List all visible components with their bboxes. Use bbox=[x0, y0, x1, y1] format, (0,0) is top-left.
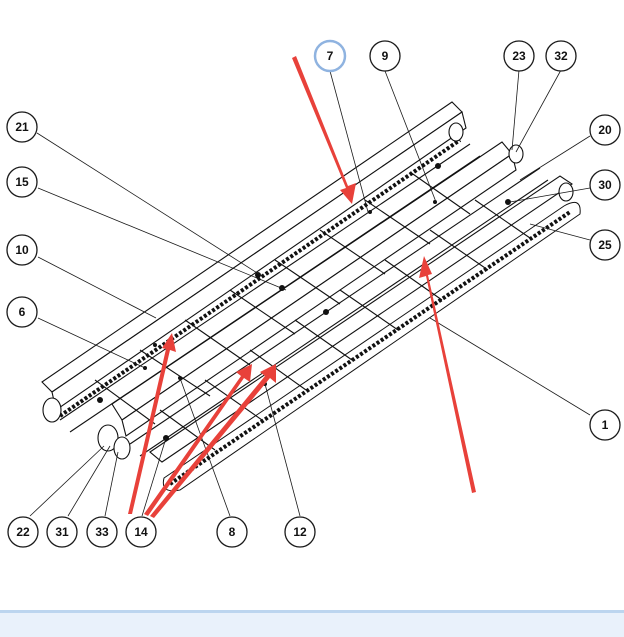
lower-chain bbox=[168, 210, 572, 486]
callout-33[interactable]: 33 bbox=[86, 516, 118, 548]
svg-text:31: 31 bbox=[55, 525, 69, 539]
callout-7[interactable]: 7 bbox=[313, 39, 347, 73]
callout-6[interactable]: 6 bbox=[6, 296, 38, 328]
red-arrow-14-left bbox=[128, 333, 176, 514]
callout-25[interactable]: 25 bbox=[589, 229, 621, 261]
svg-text:15: 15 bbox=[15, 175, 29, 189]
svg-text:22: 22 bbox=[16, 525, 30, 539]
svg-text:7: 7 bbox=[327, 49, 334, 63]
svg-text:10: 10 bbox=[15, 243, 29, 257]
svg-text:14: 14 bbox=[134, 525, 148, 539]
svg-text:1: 1 bbox=[602, 418, 609, 432]
callout-32[interactable]: 32 bbox=[545, 40, 577, 72]
callout-21[interactable]: 21 bbox=[6, 111, 38, 143]
svg-text:33: 33 bbox=[95, 525, 109, 539]
highlight-arrows bbox=[128, 56, 476, 518]
end-sprockets bbox=[42, 122, 574, 460]
svg-text:20: 20 bbox=[598, 123, 612, 137]
callout-15[interactable]: 15 bbox=[6, 166, 38, 198]
red-arrow-right bbox=[419, 256, 476, 493]
callout-14[interactable]: 14 bbox=[125, 516, 157, 548]
left-side-rail-flange bbox=[51, 111, 467, 411]
svg-text:32: 32 bbox=[554, 49, 568, 63]
callout-10[interactable]: 10 bbox=[6, 234, 38, 266]
red-arrow-14-mid bbox=[144, 364, 252, 516]
cross-slats bbox=[94, 171, 531, 451]
callout-12[interactable]: 12 bbox=[284, 516, 316, 548]
callout-31[interactable]: 31 bbox=[46, 516, 78, 548]
callout-20[interactable]: 20 bbox=[589, 114, 621, 146]
window-bottom-bar bbox=[0, 610, 624, 637]
svg-text:30: 30 bbox=[598, 178, 612, 192]
svg-text:25: 25 bbox=[598, 238, 612, 252]
middle-rail bbox=[111, 141, 513, 421]
conveyor-frame bbox=[41, 101, 581, 492]
middle-rail-flange bbox=[121, 153, 517, 437]
svg-text:8: 8 bbox=[229, 525, 236, 539]
callout-22[interactable]: 22 bbox=[7, 516, 39, 548]
conveyor-exploded-diagram: 7 9 23 32 21 20 15 30 bbox=[6, 39, 621, 548]
red-arrow-14-right bbox=[150, 364, 276, 518]
svg-text:9: 9 bbox=[382, 49, 389, 63]
callout-9[interactable]: 9 bbox=[369, 40, 401, 72]
callout-23[interactable]: 23 bbox=[503, 40, 535, 72]
svg-text:12: 12 bbox=[293, 525, 307, 539]
callouts: 7 9 23 32 21 20 15 30 bbox=[6, 39, 621, 548]
callout-8[interactable]: 8 bbox=[216, 516, 248, 548]
callout-1[interactable]: 1 bbox=[589, 409, 621, 441]
svg-text:6: 6 bbox=[19, 305, 26, 319]
red-arrow-top bbox=[292, 56, 356, 204]
callout-30[interactable]: 30 bbox=[589, 169, 621, 201]
svg-text:23: 23 bbox=[512, 49, 526, 63]
leader-lines bbox=[29, 69, 591, 517]
svg-text:21: 21 bbox=[15, 120, 29, 134]
upper-chain bbox=[58, 138, 462, 418]
